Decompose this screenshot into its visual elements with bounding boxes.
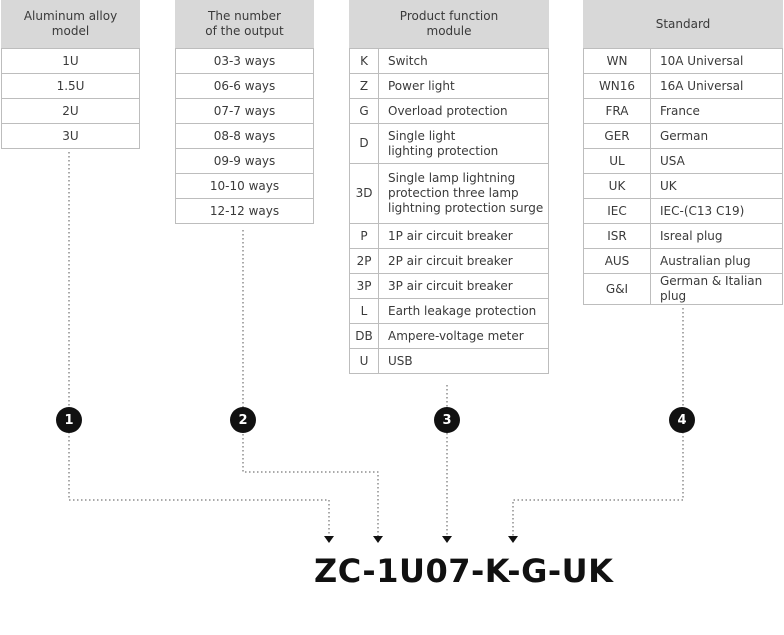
standard-code-cell: GER	[583, 123, 651, 149]
function-desc-cell: USB	[378, 348, 549, 374]
function-desc-cell: 2P air circuit breaker	[378, 248, 549, 274]
function-desc-cell: Overload protection	[378, 98, 549, 124]
table-row: 12-12 ways	[175, 198, 314, 224]
standard-desc-cell: 16A Universal	[650, 73, 783, 99]
col1-header: Aluminum alloy model	[1, 0, 140, 48]
output-cell: 12-12 ways	[175, 198, 314, 224]
arrow-3-icon	[442, 536, 452, 543]
function-desc-cell: Switch	[378, 48, 549, 74]
step-badge-3: 3	[434, 407, 460, 433]
arrow-1-icon	[324, 536, 334, 543]
function-desc-cell: Single light lighting protection	[378, 123, 549, 164]
function-desc-cell: Earth leakage protection	[378, 298, 549, 324]
function-code-cell: G	[349, 98, 379, 124]
function-desc-cell: Power light	[378, 73, 549, 99]
arrow-2-icon	[373, 536, 383, 543]
standard-code-cell: IEC	[583, 198, 651, 224]
function-desc-cell: 1P air circuit breaker	[378, 223, 549, 249]
output-cell: 03-3 ways	[175, 48, 314, 74]
table-row: 1U	[1, 48, 140, 74]
col2-header: The number of the output	[175, 0, 314, 48]
arrowheads	[324, 536, 518, 543]
output-cell: 10-10 ways	[175, 173, 314, 199]
table-row: 09-9 ways	[175, 148, 314, 174]
standard-code-cell: AUS	[583, 248, 651, 274]
table-row: 2U	[1, 98, 140, 124]
table-row: 08-8 ways	[175, 123, 314, 149]
standard-code-cell: UL	[583, 148, 651, 174]
step-badge-2: 2	[230, 407, 256, 433]
table-row: 06-6 ways	[175, 73, 314, 99]
step-badge-4: 4	[669, 407, 695, 433]
table-row: 03-3 ways	[175, 48, 314, 74]
step-badge-1: 1	[56, 407, 82, 433]
output-cell: 06-6 ways	[175, 73, 314, 99]
model-cell: 2U	[1, 98, 140, 124]
function-code-cell: U	[349, 348, 379, 374]
arrow-4-icon	[508, 536, 518, 543]
model-cell: 1.5U	[1, 73, 140, 99]
function-desc-cell: Single lamp lightning protection three l…	[378, 163, 549, 224]
table-row: 10-10 ways	[175, 173, 314, 199]
standard-desc-cell: Australian plug	[650, 248, 783, 274]
output-cell: 09-9 ways	[175, 148, 314, 174]
table-row: 1.5U	[1, 73, 140, 99]
col3-header: Product function module	[349, 0, 549, 48]
function-desc-cell: Ampere-voltage meter	[378, 323, 549, 349]
function-code-cell: 3D	[349, 163, 379, 224]
function-code-cell: Z	[349, 73, 379, 99]
standard-code-cell: G&I	[583, 273, 651, 305]
model-cell: 1U	[1, 48, 140, 74]
standard-code-cell: UK	[583, 173, 651, 199]
standard-code-cell: WN	[583, 48, 651, 74]
standard-desc-cell: German & Italian plug	[650, 273, 783, 305]
standard-code-cell: WN16	[583, 73, 651, 99]
table-row: 3U	[1, 123, 140, 149]
col4-header: Standard	[583, 0, 783, 48]
standard-desc-cell: 10A Universal	[650, 48, 783, 74]
standard-desc-cell: German	[650, 123, 783, 149]
model-code: ZC-1U07-K-G-UK	[314, 552, 614, 590]
model-cell: 3U	[1, 123, 140, 149]
output-cell: 08-8 ways	[175, 123, 314, 149]
